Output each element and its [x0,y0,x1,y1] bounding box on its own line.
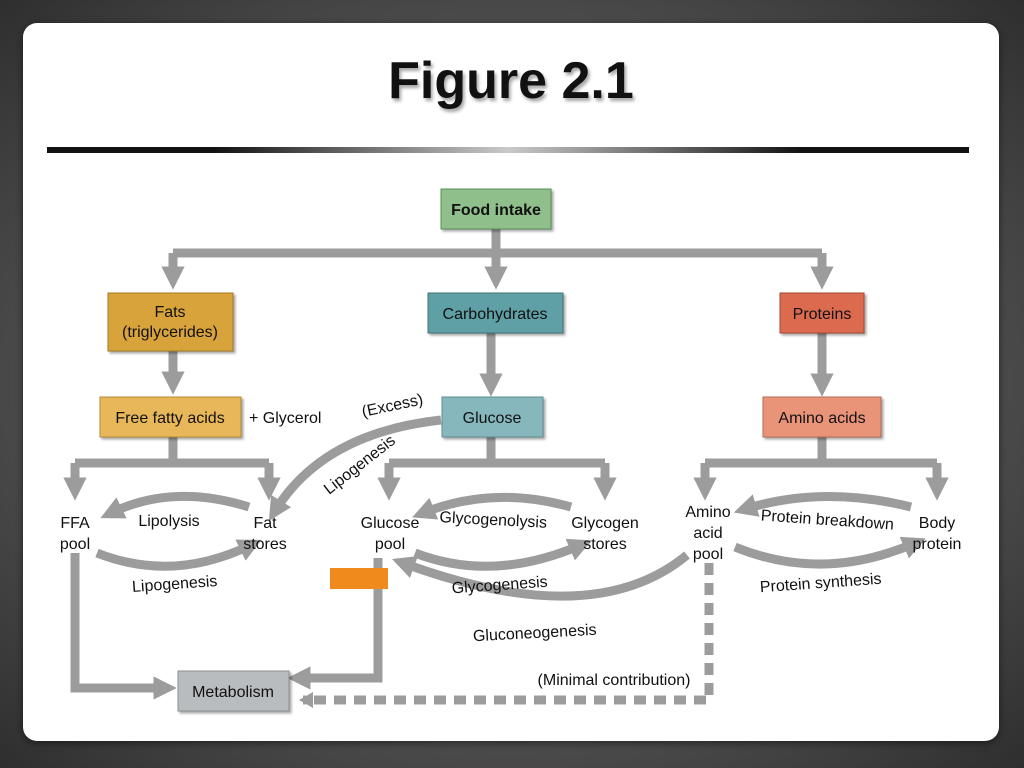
label-ffa-pool: pool [60,536,90,553]
label-glucose-pool-1: Glucose [361,515,420,532]
label-proteins: Proteins [793,306,852,323]
label-ffa: FFA [60,515,90,532]
label-free-fatty-acids: Free fatty acids [115,410,224,427]
label-amino: Amino [685,504,730,521]
label-gluconeogenesis: Gluconeogenesis [473,622,597,645]
label-acid: acid [693,525,722,542]
arrow-excess-lipogenesis [268,415,442,521]
arrow-glycogenesis [413,538,592,571]
arrow-ffa-to-metabolism [70,553,177,700]
box-carbohydrates [427,292,564,334]
box-fats [107,292,234,352]
label-triglycerides: (triglycerides) [122,324,218,341]
arrow-amino-to-metabolism [303,563,714,705]
label-amino-acids: Amino acids [778,410,865,427]
slide-title: Figure 2.1 [388,52,634,110]
box-glucose [441,396,544,438]
label-glycogenesis: Glycogenesis [451,574,548,598]
label-glucose-pool-2: pool [375,536,405,553]
dashed-arrowhead [299,692,313,708]
label-minimal-contribution: (Minimal contribution) [538,672,691,689]
label-fat-stores: stores [243,536,287,553]
label-fat: Fat [253,515,277,532]
label-amino-pool: pool [693,546,723,563]
label-glycogen: Glycogen [571,515,639,532]
label-food-intake: Food intake [451,202,541,219]
label-protein-breakdown: Protein breakdown [760,507,894,533]
box-free-fatty-acids [99,396,242,438]
label-glycogenolysis: Glycogenolysis [439,509,547,532]
arrow-glycogenolysis [412,492,573,520]
box-food-intake [440,188,552,230]
box-amino-acids [762,396,882,438]
label-protein-synthesis: Protein synthesis [759,571,882,596]
arrow-connectors [63,229,949,700]
label-lipolysis: Lipolysis [138,513,199,530]
orange-marker [330,568,388,589]
arrow-protein-synthesis [733,536,926,569]
slide: Figure 2.1 [23,23,999,741]
metabolism-diagram: Food intake Fats (triglycerides) Carbohy… [60,188,962,712]
label-fats: Fats [154,304,185,321]
label-body: Body [919,515,955,532]
label-glycogen-stores: stores [583,536,627,553]
label-lipogenesis: Lipogenesis [131,573,217,596]
title-divider [47,147,969,153]
arrow-glucose-to-metabolism [287,558,383,690]
label-excess: (Excess) [360,391,424,421]
arrow-lipogenesis [95,539,262,571]
box-proteins [779,292,865,334]
label-glucose: Glucose [463,410,522,427]
dashed-minimal-contribution [303,563,714,705]
boxes-layer [99,188,882,712]
label-carbohydrates: Carbohydrates [443,306,548,323]
label-body-protein: protein [913,536,962,553]
arrow-gluconeogenesis [392,551,690,601]
arrow-protein-breakdown [733,492,913,517]
box-metabolism [177,670,290,712]
label-metabolism: Metabolism [192,684,274,701]
arrow-lipolysis [100,491,251,519]
label-plus-glycerol: + Glycerol [249,410,321,427]
